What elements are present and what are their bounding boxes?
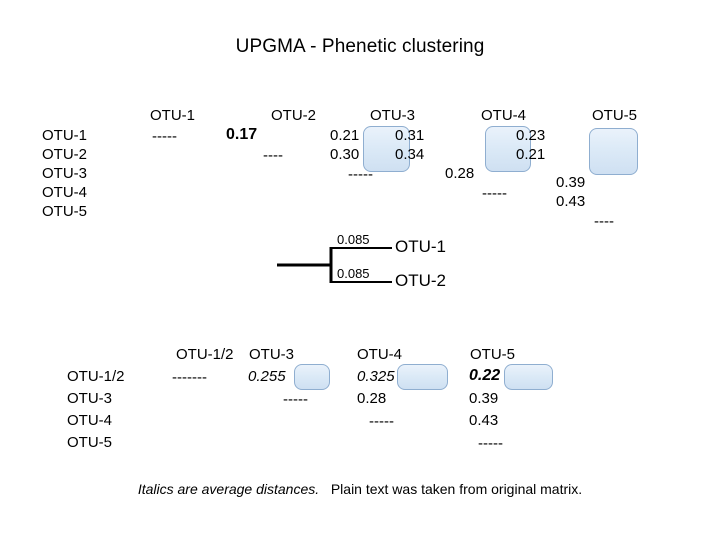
- page-title: UPGMA - Phenetic clustering: [235, 36, 485, 57]
- matrix2-cell-r2c4: 0.39: [469, 390, 499, 407]
- matrix2-cell-r1c4: 0.22: [469, 367, 501, 384]
- matrix1-row-label-otu5: OTU-5: [42, 203, 87, 220]
- matrix1-cell-r1c2: 0.17: [226, 126, 258, 143]
- matrix2-row-label-otu12: OTU-1/2: [67, 368, 125, 385]
- branch-length-top: 0.085: [337, 232, 370, 247]
- tree-leaf-otu1: OTU-1: [395, 237, 446, 256]
- matrix2-cell-r1c2: 0.255: [248, 368, 286, 385]
- matrix1-cell-r3c4: 0.28: [445, 165, 475, 182]
- matrix1-cell-r4c5: 0.43: [556, 193, 586, 210]
- matrix1-col-header-otu1: OTU-1: [150, 107, 195, 124]
- footnote-spacer: [323, 481, 327, 497]
- matrix1-cell-r2c4: 0.21: [516, 146, 546, 163]
- branch-length-bottom: 0.085: [337, 266, 370, 281]
- matrix1-col-header-otu4: OTU-4: [481, 107, 526, 124]
- highlight-box-otu3: [363, 126, 410, 172]
- matrix2-col-header-otu12: OTU-1/2: [176, 346, 234, 363]
- highlight-box-m2-otu3: [294, 364, 330, 390]
- matrix1-cell-r2c3-right: 0.34: [395, 146, 425, 163]
- matrix2-cell-r4c4: -----: [478, 435, 503, 452]
- matrix2-cell-r2c2: -----: [283, 391, 308, 408]
- footnote: Italics are average distances. Plain tex…: [0, 481, 720, 497]
- matrix1-col-header-otu5: OTU-5: [592, 107, 637, 124]
- matrix2-cell-r3c4: 0.43: [469, 412, 499, 429]
- matrix1-cell-r1c4: 0.23: [516, 127, 546, 144]
- matrix1-cell-r3c5: 0.39: [556, 174, 586, 191]
- matrix1-col-header-otu3: OTU-3: [370, 107, 415, 124]
- footnote-plain-part: Plain text was taken from original matri…: [330, 481, 583, 497]
- matrix2-cell-r1c3: 0.325: [357, 368, 395, 385]
- matrix1-cell-r1c3-left: 0.21: [330, 127, 360, 144]
- matrix1-row-label-otu1: OTU-1: [42, 127, 87, 144]
- matrix1-col-header-otu2: OTU-2: [271, 107, 316, 124]
- highlight-box-otu4: [485, 126, 531, 172]
- highlight-box-otu5: [589, 128, 638, 175]
- footnote-italic-part: Italics are average distances.: [137, 481, 320, 497]
- highlight-box-m2-otu4: [397, 364, 448, 390]
- matrix2-row-label-otu3: OTU-3: [67, 390, 112, 407]
- matrix2-cell-r2c3: 0.28: [357, 390, 387, 407]
- matrix1-cell-r4c4: -----: [482, 185, 507, 202]
- matrix2-row-label-otu4: OTU-4: [67, 412, 112, 429]
- matrix2-row-label-otu5: OTU-5: [67, 434, 112, 451]
- matrix1-row-label-otu4: OTU-4: [42, 184, 87, 201]
- matrix1-cell-r5c5: ----: [594, 213, 614, 230]
- matrix1-cell-r1c3-right: 0.31: [395, 127, 425, 144]
- matrix2-cell-r3c3: -----: [369, 413, 394, 430]
- matrix2-col-header-otu4: OTU-4: [357, 346, 402, 363]
- tree-leaf-otu2: OTU-2: [395, 271, 446, 290]
- matrix1-row-label-otu2: OTU-2: [42, 146, 87, 163]
- matrix1-cell-r1c1: -----: [152, 128, 177, 145]
- matrix1-cell-r3c3: -----: [348, 166, 373, 183]
- matrix2-cell-r1c1: -------: [172, 369, 207, 386]
- matrix1-row-label-otu3: OTU-3: [42, 165, 87, 182]
- matrix2-col-header-otu5: OTU-5: [470, 346, 515, 363]
- matrix2-col-header-otu3: OTU-3: [249, 346, 294, 363]
- matrix1-cell-r2c2: ----: [263, 147, 283, 164]
- highlight-box-m2-otu5: [504, 364, 553, 390]
- matrix1-cell-r2c3-left: 0.30: [330, 146, 360, 163]
